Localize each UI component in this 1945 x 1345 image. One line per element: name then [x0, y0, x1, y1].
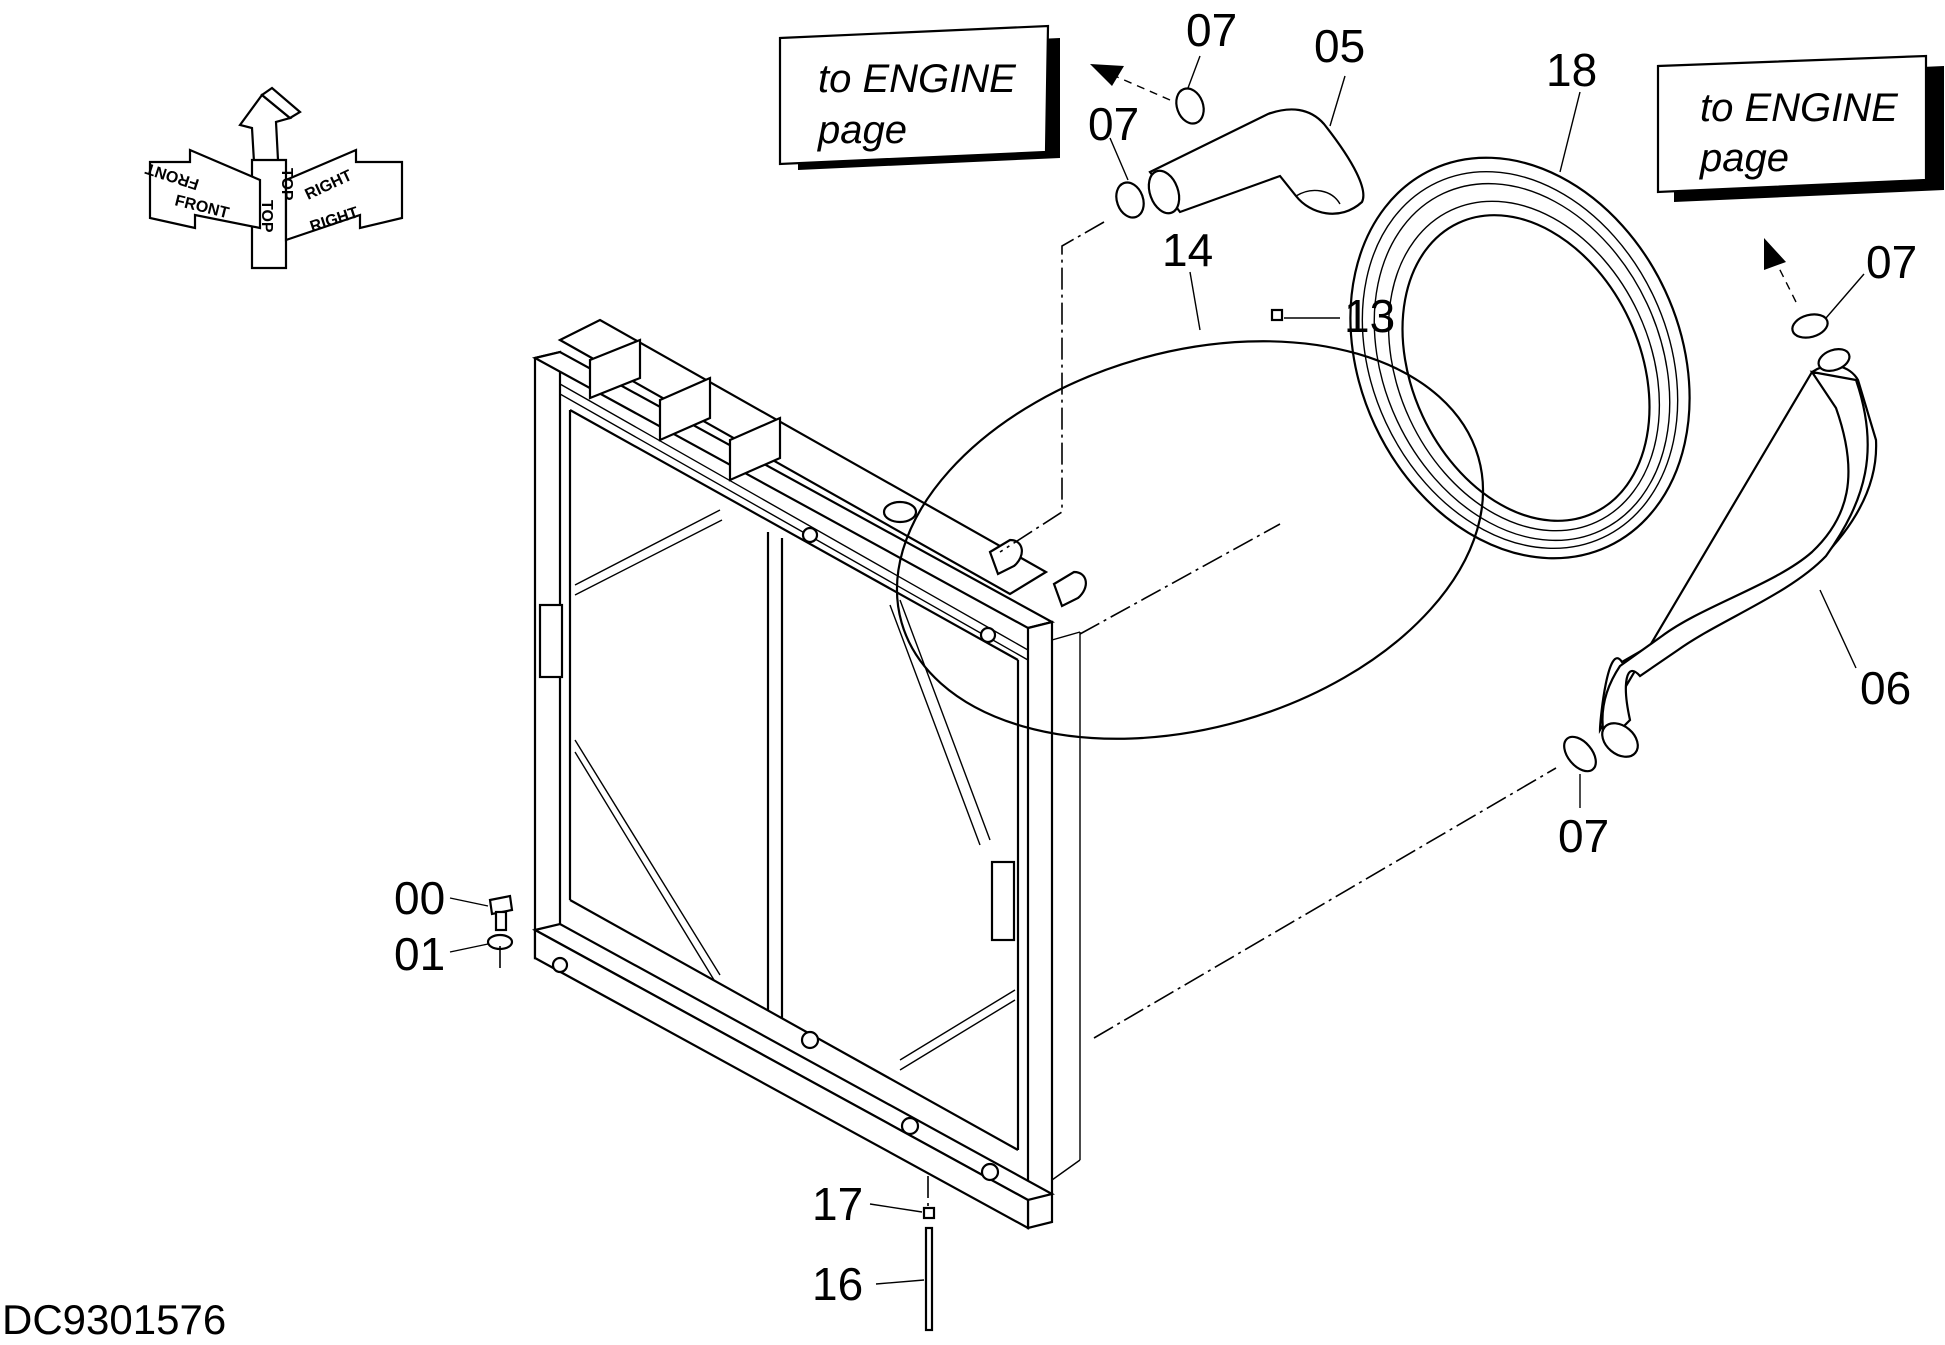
callout-07-top: 07 — [1186, 4, 1237, 56]
part-14-ring — [895, 340, 1485, 740]
nav-link-1-line2: page — [817, 108, 907, 152]
callout-07-bottom: 07 — [1558, 810, 1609, 862]
part-06-lower-hose — [1598, 348, 1878, 758]
part-07-clamp-2 — [1115, 181, 1145, 219]
drawing-id: DC9301576 — [2, 1296, 226, 1343]
nav-link-1-line1: to ENGINE — [818, 57, 1017, 101]
part-07-clamp-3 — [1791, 313, 1829, 339]
nav-link-2-line2: page — [1699, 136, 1789, 180]
callout-14: 14 — [1162, 224, 1213, 276]
nav-link-2-line1: to ENGINE — [1700, 86, 1899, 130]
part-18-shroud — [1349, 156, 1691, 560]
callout-05: 05 — [1314, 20, 1365, 72]
flow-arrow-upper — [1090, 64, 1171, 101]
to-engine-page-link-2[interactable]: to ENGINE page — [1656, 54, 1944, 202]
part-00-bolt — [488, 894, 514, 932]
part-16-rod — [924, 1226, 934, 1332]
part-07-clamp-4 — [1563, 735, 1597, 773]
orientation-indicator: FRONT FRONT TOP TOP RIGHT RIGHT — [143, 86, 404, 270]
to-engine-page-link-1[interactable]: to ENGINE page — [778, 24, 1060, 170]
assembly-centerlines — [499, 221, 1557, 1208]
callout-01: 01 — [394, 928, 445, 980]
callout-17: 17 — [812, 1178, 863, 1230]
part-17-nut — [922, 1206, 936, 1220]
leader-lines — [449, 55, 1865, 1285]
callout-06: 06 — [1860, 662, 1911, 714]
part-07-clamp-1 — [1175, 87, 1205, 125]
flow-arrow-right — [1764, 238, 1797, 303]
callout-00: 00 — [394, 872, 445, 924]
part-05-upper-hose — [1147, 108, 1365, 215]
callout-07-left: 07 — [1088, 98, 1139, 150]
callout-13: 13 — [1344, 290, 1395, 342]
callout-18: 18 — [1546, 44, 1597, 96]
top-label: TOP — [258, 200, 275, 233]
radiator-assembly — [531, 318, 1087, 1230]
callout-07-right: 07 — [1866, 236, 1917, 288]
top-label-2: TOP — [278, 168, 295, 201]
part-13-clip — [1270, 308, 1284, 322]
callout-16: 16 — [812, 1258, 863, 1310]
